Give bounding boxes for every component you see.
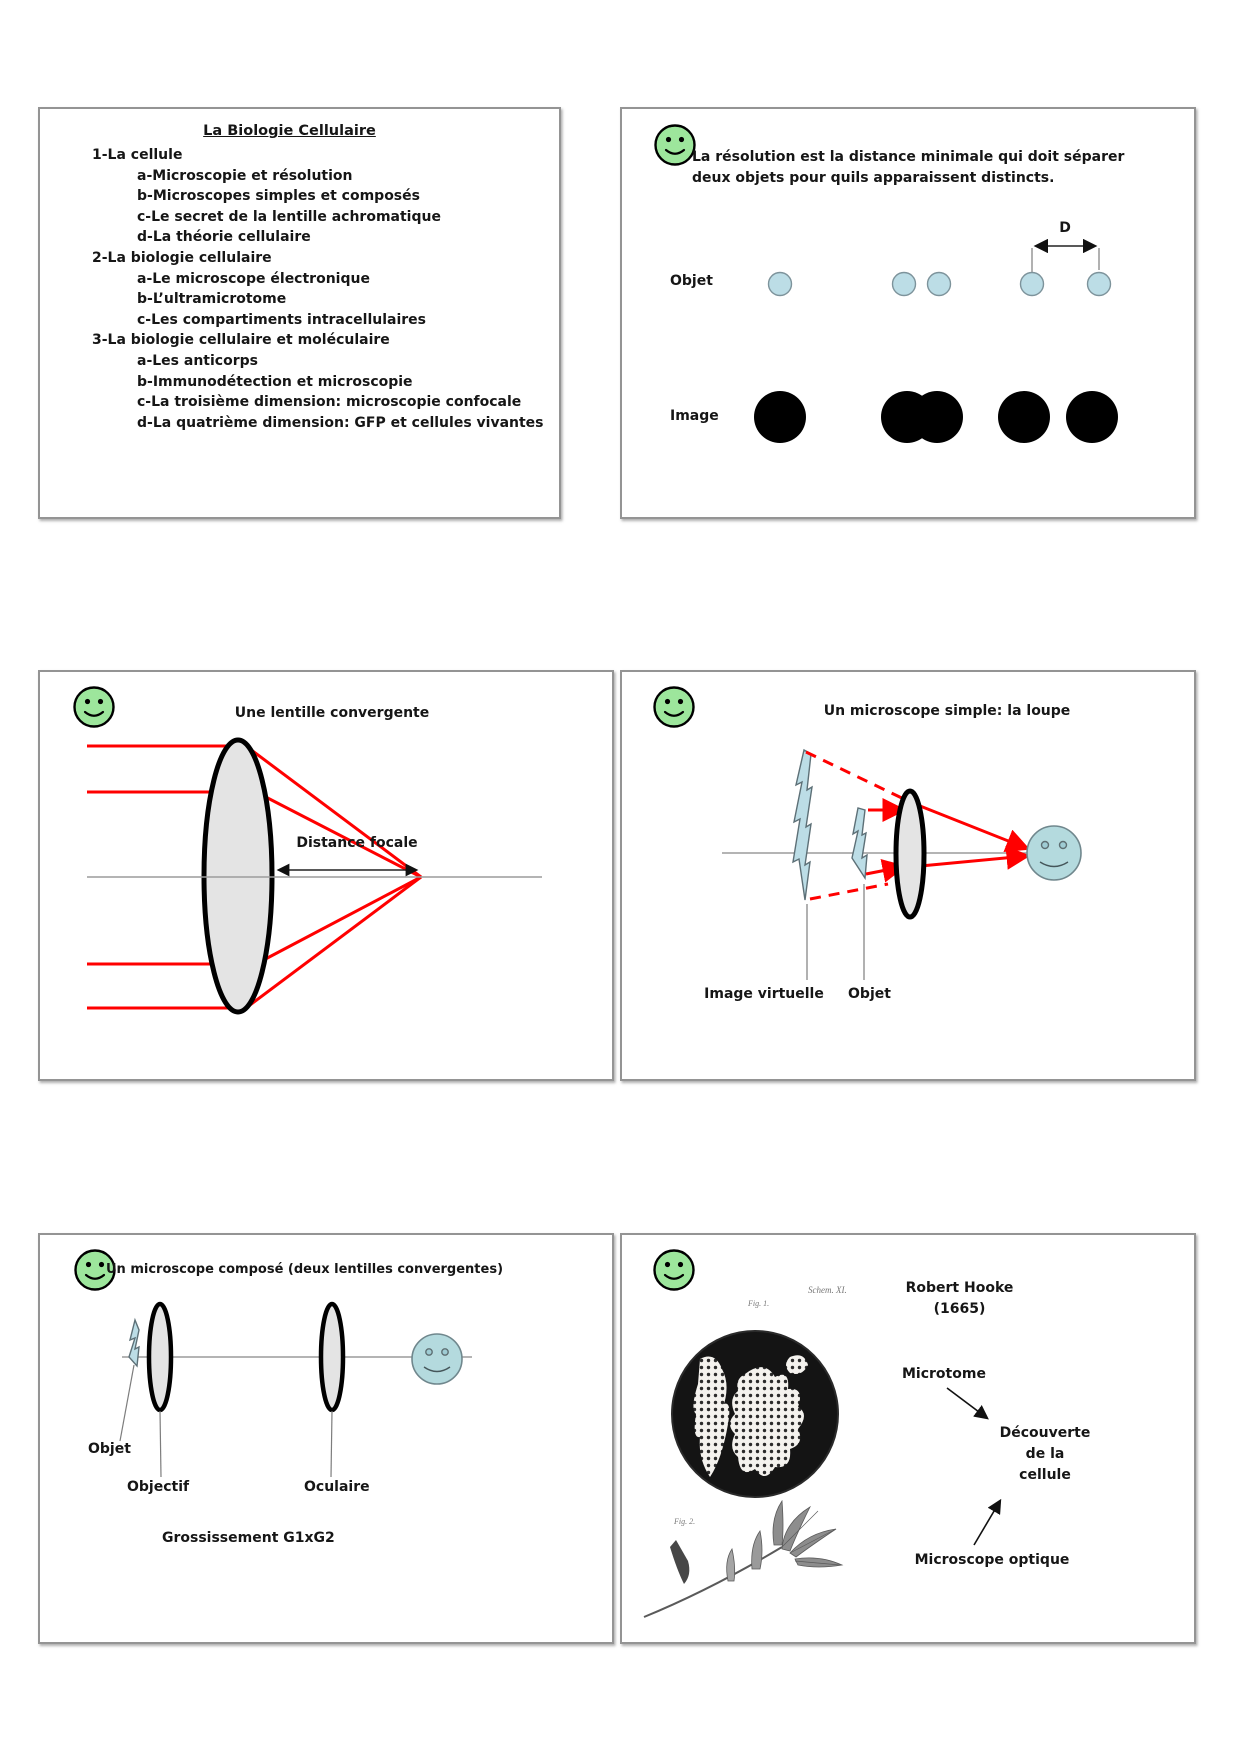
lens-shape [893,788,927,920]
slide-loupe: Un microscope simple: la loupe Image vir… [620,670,1196,1081]
resolution-diagram [754,238,1118,443]
eye-icon [1026,825,1082,881]
virtual-image-shape [792,748,813,901]
object-label: Objet [88,1441,131,1457]
slide-outline: La Biologie Cellulaire 1-La cellule a-Mi… [38,107,561,519]
outline-item: c-La troisième dimension: microscopie co… [137,394,522,411]
resolution-caption-line2: deux objets pour quils apparaissent dist… [692,170,1055,186]
outline-item: 2-La biologie cellulaire [92,249,272,266]
outline-title: La Biologie Cellulaire [203,123,376,139]
plant-engraving [643,1499,844,1618]
discovery-label: Découverte de la cellule [980,1423,1110,1486]
image-row-label: Image [670,408,719,424]
lens-shape [201,737,275,1015]
slide-title: Une lentille convergente [234,705,430,721]
eye-icon [411,1333,463,1385]
hooke-name: Robert Hooke (1665) [877,1278,1042,1320]
outline-item: b-Microscopes simples et composés [137,188,420,205]
focal-distance-label: Distance focale [296,835,418,851]
eyepiece-label: Oculaire [304,1479,370,1495]
object-shape [851,807,868,881]
slide-title: Un microscope simple: la loupe [823,703,1071,719]
virtual-image-label: Image virtuelle [704,986,824,1002]
objective-lens-shape [146,1301,174,1413]
slide-converging-lens: Une lentille convergente Distance focale [38,670,614,1081]
smiley-icon [73,686,115,728]
smiley-icon [653,1249,695,1291]
outline-item: d-La théorie cellulaire [137,229,311,246]
outline-item: a-Les anticorps [137,352,258,369]
outline-item: b-L’ultramicrotome [137,291,287,308]
label-line [159,1410,162,1478]
loupe-diagram [722,748,1082,980]
label-line [119,1364,135,1442]
outline-list: 1-La cellule a-Microscopie et résolution… [40,145,559,433]
microscope-arrow [973,1498,1002,1546]
microtome-label: Microtome [902,1366,986,1382]
fig2-caption: Fig. 2. [674,1517,696,1526]
object-circles [767,271,1112,297]
object-label: Objet [848,986,891,1002]
outline-item: b-Immunodétection et microscopie [137,373,413,390]
magnification-label: Grossissement G1xG2 [162,1530,335,1546]
optical-microscope-label: Microscope optique [914,1552,1070,1568]
light-rays [805,750,1031,901]
fig1-caption: Fig. 1. [748,1299,770,1308]
discovery-line3: cellule [1019,1467,1071,1483]
outline-item: 1-La cellule [92,147,183,163]
schem-caption: Schem. XI. [808,1285,847,1295]
discovery-line1: Découverte [999,1425,1091,1441]
cork-micrograph [671,1330,839,1498]
objective-label: Objectif [127,1479,190,1495]
label-line [330,1410,333,1478]
discovery-line2: de la [1025,1446,1065,1462]
outline-item: a-Microscopie et résolution [137,167,353,184]
smiley-icon [653,686,695,728]
outline-item: a-Le microscope électronique [137,270,370,287]
resolution-caption-line1: La résolution est la distance minimale q… [692,149,1125,165]
outline-item: d-La quatrième dimension: GFP et cellule… [137,414,544,431]
smiley-icon [654,124,696,166]
distance-label: D [1059,220,1071,236]
compound-diagram [119,1301,472,1478]
hooke-name-line2: (1665) [933,1301,986,1317]
eyepiece-lens-shape [318,1301,346,1413]
slide-compound-microscope: Un microscope composé (deux lentilles co… [38,1233,614,1644]
slide-title: Un microscope composé (deux lentilles co… [106,1262,504,1277]
microtome-arrow [946,1387,989,1420]
outline-item: c-Les compartiments intracellulaires [137,311,426,328]
smiley-icon [74,1249,116,1291]
outline-item: 3-La biologie cellulaire et moléculaire [92,332,390,349]
hooke-name-line1: Robert Hooke [905,1280,1014,1296]
outline-item: c-Le secret de la lentille achromatique [137,208,441,225]
slide-resolution: La résolution est la distance minimale q… [620,107,1196,519]
lens-diagram [87,737,542,1015]
slide-robert-hooke: Schem. XI. Fig. 1. Fig. 2. Robert Hooke … [620,1233,1196,1644]
object-shape [128,1317,140,1368]
image-circles [754,391,1118,443]
object-row-label: Objet [670,273,713,289]
